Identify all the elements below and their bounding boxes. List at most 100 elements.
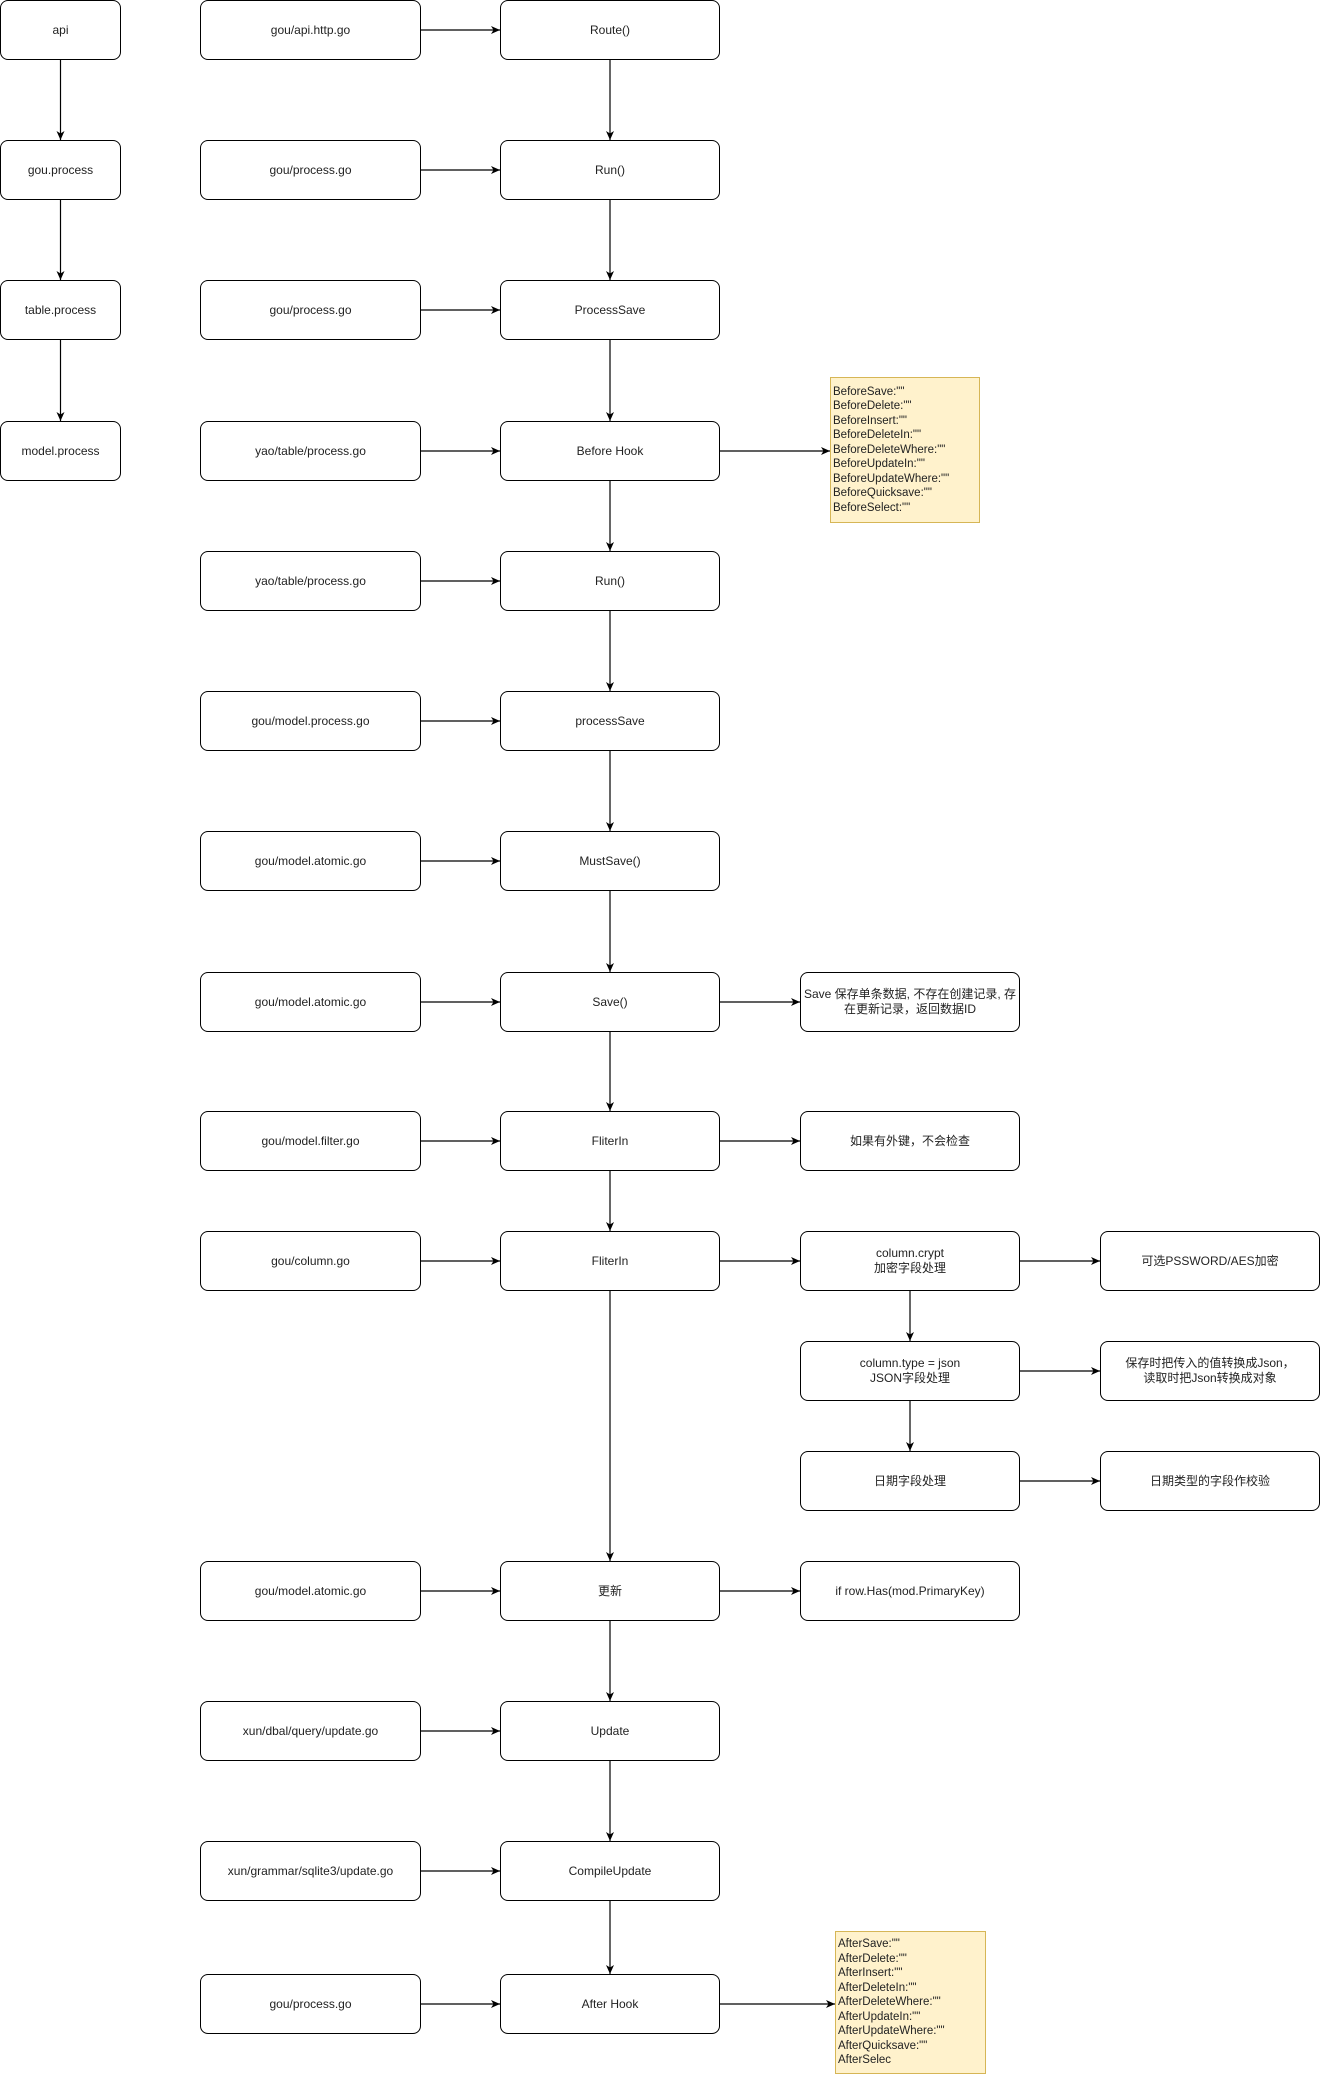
node-label: 更新	[597, 1583, 622, 1598]
node-label: 在更新记录，返回数据ID	[843, 1002, 976, 1016]
node-label: 加密字段处理	[873, 1261, 946, 1275]
node-label: column.type = json	[859, 1356, 961, 1370]
node-table-process[interactable]: table.process	[0, 280, 121, 340]
node-d13[interactable]: if row.Has(mod.PrimaryKey)	[800, 1561, 1020, 1621]
node-label: api	[52, 22, 69, 37]
node-f9[interactable]: gou/model.filter.go	[200, 1111, 421, 1171]
node-label: 可选PSSWORD/AES加密	[1141, 1253, 1279, 1268]
node-f5[interactable]: yao/table/process.go	[200, 551, 421, 611]
note-line: BeforeDeleteIn:""	[833, 429, 922, 442]
node-c8[interactable]: Save()	[500, 972, 720, 1032]
node-label: JSON字段处理	[869, 1371, 950, 1385]
node-label: gou/process.go	[269, 302, 352, 317]
node-label: gou/process.go	[269, 1996, 352, 2011]
node-label: Route()	[589, 22, 630, 37]
node-label: Before Hook	[576, 443, 644, 458]
node-label: gou/column.go	[271, 1253, 350, 1268]
node-label: if row.Has(mod.PrimaryKey)	[835, 1583, 985, 1598]
node-f8[interactable]: gou/model.atomic.go	[200, 972, 421, 1032]
node-label: 日期类型的字段作校验	[1149, 1473, 1270, 1488]
note-line: BeforeQuicksave:""	[833, 487, 932, 500]
node-label: gou/process.go	[269, 162, 352, 177]
node-e11[interactable]: 保存时把传入的值转换成Json，读取时把Json转换成对象	[1100, 1341, 1320, 1401]
node-f11[interactable]: gou/model.atomic.go	[200, 1561, 421, 1621]
node-label: xun/dbal/query/update.go	[242, 1723, 379, 1738]
node-f13[interactable]: xun/grammar/sqlite3/update.go	[200, 1841, 421, 1901]
node-e10[interactable]: 可选PSSWORD/AES加密	[1100, 1231, 1320, 1291]
node-c12[interactable]: Update	[500, 1701, 720, 1761]
node-label: MustSave()	[579, 853, 641, 868]
note-line: AfterUpdateWhere:""	[838, 2025, 945, 2038]
node-f1[interactable]: gou/api.http.go	[200, 0, 421, 60]
node-label: yao/table/process.go	[255, 443, 366, 458]
node-c4[interactable]: Before Hook	[500, 421, 720, 481]
node-c9[interactable]: FliterIn	[500, 1111, 720, 1171]
node-c2[interactable]: Run()	[500, 140, 720, 200]
node-label: Run()	[594, 162, 625, 177]
node-c14[interactable]: After Hook	[500, 1974, 720, 2034]
node-label: yao/table/process.go	[255, 573, 366, 588]
before-note[interactable]: BeforeSave:""BeforeDelete:""BeforeInsert…	[830, 377, 980, 523]
node-label: Save 保存单条数据, 不存在创建记录, 存	[803, 987, 1017, 1001]
node-label: processSave	[575, 713, 645, 728]
note-line: BeforeSelect:""	[833, 501, 911, 514]
note-line: BeforeUpdateIn:""	[833, 458, 925, 471]
node-c11[interactable]: 更新	[500, 1561, 720, 1621]
node-label: Run()	[594, 573, 625, 588]
node-label: CompileUpdate	[568, 1863, 652, 1878]
after-note[interactable]: AfterSave:""AfterDelete:""AfterInsert:""…	[835, 1931, 986, 2074]
node-label: gou/model.filter.go	[261, 1133, 360, 1148]
node-d8[interactable]: Save 保存单条数据, 不存在创建记录, 存在更新记录，返回数据ID	[800, 972, 1020, 1032]
note-line: BeforeSave:""	[833, 385, 905, 398]
node-label: FliterIn	[591, 1133, 629, 1148]
note-line: AfterDelete:""	[838, 1952, 907, 1965]
node-c10[interactable]: FliterIn	[500, 1231, 720, 1291]
node-label: gou/model.process.go	[251, 713, 370, 728]
node-c1[interactable]: Route()	[500, 0, 720, 60]
node-api[interactable]: api	[0, 0, 121, 60]
node-model-process[interactable]: model.process	[0, 421, 121, 481]
node-gou-process[interactable]: gou.process	[0, 140, 121, 200]
note-line: AfterInsert:""	[838, 1967, 903, 1980]
note-line: BeforeInsert:""	[833, 414, 908, 427]
node-label: gou.process	[27, 162, 94, 177]
node-label: FliterIn	[591, 1253, 629, 1268]
node-label: 保存时把传入的值转换成Json，	[1125, 1356, 1295, 1370]
node-f3[interactable]: gou/process.go	[200, 280, 421, 340]
node-c13[interactable]: CompileUpdate	[500, 1841, 720, 1901]
node-f10[interactable]: gou/column.go	[200, 1231, 421, 1291]
node-d12[interactable]: 日期字段处理	[800, 1451, 1020, 1511]
node-f7[interactable]: gou/model.atomic.go	[200, 831, 421, 891]
node-label: 读取时把Json转换成对象	[1143, 1371, 1277, 1385]
node-label: model.process	[21, 443, 100, 458]
node-label: gou/api.http.go	[270, 22, 351, 37]
node-label: gou/model.atomic.go	[254, 853, 367, 868]
node-c6[interactable]: processSave	[500, 691, 720, 751]
node-c7[interactable]: MustSave()	[500, 831, 720, 891]
node-label: 如果有外键，不会检查	[849, 1133, 970, 1148]
node-label: xun/grammar/sqlite3/update.go	[227, 1863, 394, 1878]
node-label: After Hook	[581, 1996, 639, 2011]
node-label: gou/model.atomic.go	[254, 994, 367, 1009]
node-f14[interactable]: gou/process.go	[200, 1974, 421, 2034]
node-label: 日期字段处理	[873, 1473, 946, 1488]
node-c3[interactable]: ProcessSave	[500, 280, 720, 340]
note-line: AfterDeleteIn:""	[838, 1981, 917, 1994]
node-label: gou/model.atomic.go	[254, 1583, 367, 1598]
node-label: column.crypt	[875, 1246, 945, 1260]
node-label: Update	[590, 1723, 630, 1738]
note-line: AfterUpdateIn:""	[838, 2010, 921, 2023]
node-f6[interactable]: gou/model.process.go	[200, 691, 421, 751]
node-f4[interactable]: yao/table/process.go	[200, 421, 421, 481]
node-c5[interactable]: Run()	[500, 551, 720, 611]
node-e12[interactable]: 日期类型的字段作校验	[1100, 1451, 1320, 1511]
node-f12[interactable]: xun/dbal/query/update.go	[200, 1701, 421, 1761]
note-line: AfterSelec	[838, 2054, 892, 2067]
node-label: table.process	[24, 302, 97, 317]
node-d9[interactable]: 如果有外键，不会检查	[800, 1111, 1020, 1171]
node-f2[interactable]: gou/process.go	[200, 140, 421, 200]
node-label: Save()	[592, 994, 628, 1009]
